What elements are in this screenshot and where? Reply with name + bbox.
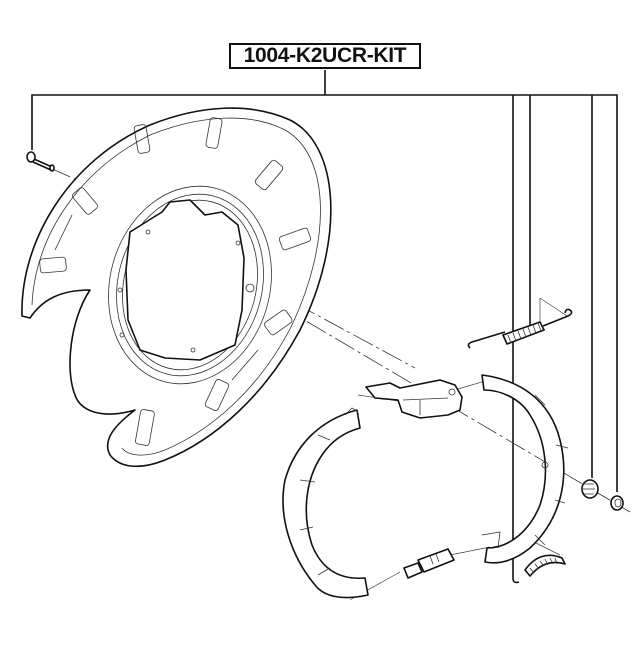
brake-shoe-left-icon	[282, 407, 369, 599]
adjuster-icon	[403, 548, 455, 579]
plate-slots	[39, 117, 312, 446]
hold-down-cup-icon	[610, 495, 624, 511]
backing-plate-icon	[21, 107, 332, 468]
upper-return-spring-icon	[467, 308, 573, 349]
brake-shoe-right-icon	[481, 374, 569, 564]
actuating-lever-icon	[365, 379, 463, 419]
hold-down-spring-icon	[581, 479, 599, 499]
kit-part-number-label: 1004-K2UCR-KIT	[229, 43, 421, 69]
bolt-icon	[26, 151, 55, 172]
lower-return-spring-icon	[524, 554, 566, 577]
